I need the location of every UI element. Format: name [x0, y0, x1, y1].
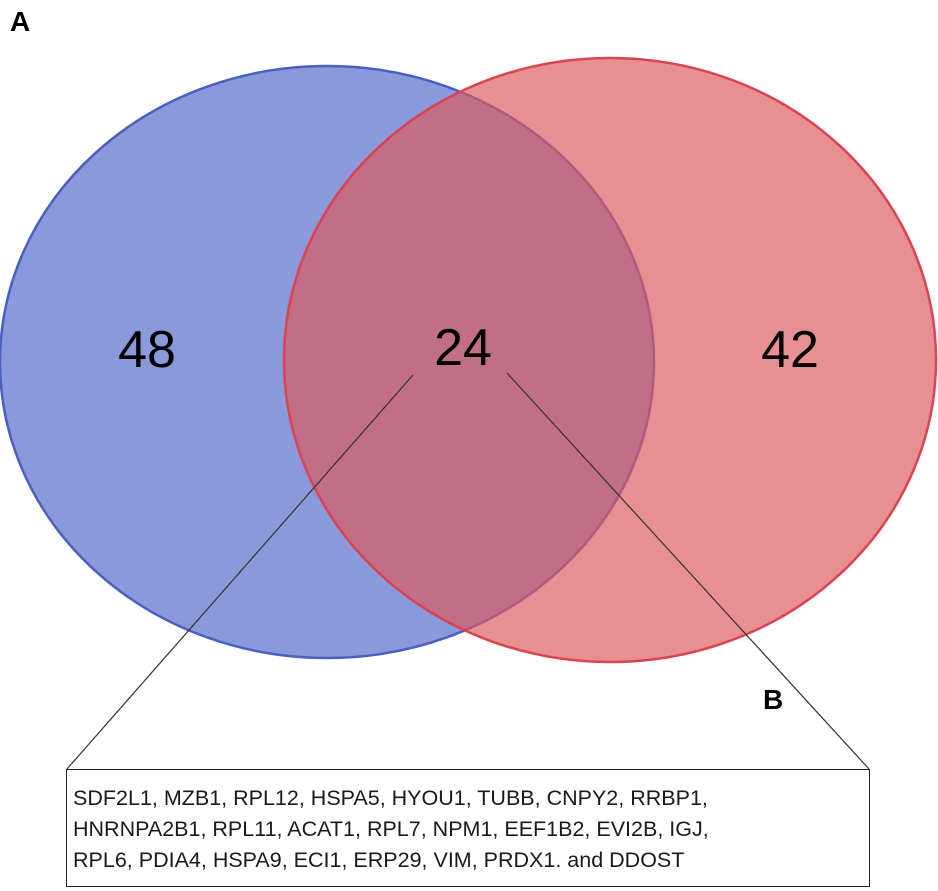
panel-label-a: A [10, 6, 31, 37]
right-only-count: 42 [761, 321, 819, 379]
right-set-circle [282, 56, 938, 664]
panel-label-b: B [763, 684, 784, 715]
intersection-count: 24 [434, 319, 492, 377]
gene-list-line: HNRNPA2B1, RPL11, ACAT1, RPL7, NPM1, EEF… [73, 817, 709, 841]
left-only-count: 48 [118, 321, 176, 379]
callout-line-left [66, 374, 414, 770]
shared-gene-list-box: SDF2L1, MZB1, RPL12, HSPA5, HYOU1, TUBB,… [66, 769, 870, 887]
gene-list-line: SDF2L1, MZB1, RPL12, HSPA5, HYOU1, TUBB,… [73, 786, 708, 810]
gene-list-line: RPL6, PDIA4, HSPA9, ECI1, ERP29, VIM, PR… [73, 848, 685, 872]
callout-line-right [506, 372, 870, 770]
